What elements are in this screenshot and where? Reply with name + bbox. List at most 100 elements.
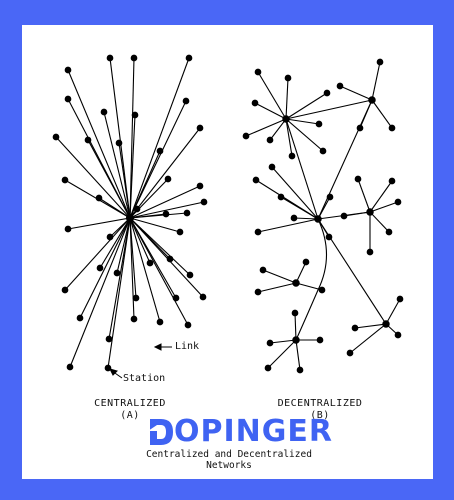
link-line bbox=[129, 217, 151, 264]
station-node bbox=[130, 54, 138, 62]
link-line bbox=[269, 118, 287, 141]
station-node bbox=[52, 133, 60, 141]
link-line bbox=[257, 218, 319, 233]
link-line bbox=[129, 217, 161, 323]
link-line bbox=[369, 211, 390, 233]
link-line bbox=[349, 323, 387, 354]
hub-node bbox=[292, 279, 300, 287]
station-node bbox=[183, 209, 191, 217]
station-node bbox=[162, 210, 170, 218]
link-line bbox=[129, 57, 135, 219]
station-node bbox=[254, 288, 262, 296]
link-line bbox=[269, 339, 297, 344]
station-node bbox=[366, 248, 374, 256]
station-node bbox=[288, 152, 296, 160]
link-line bbox=[293, 217, 319, 220]
station-node bbox=[185, 54, 193, 62]
station-node bbox=[100, 108, 108, 116]
link-line bbox=[129, 201, 205, 219]
station-label: Station bbox=[123, 373, 166, 384]
station-node bbox=[284, 74, 292, 82]
station-node bbox=[346, 349, 354, 357]
station-node bbox=[302, 258, 310, 266]
centralized-caption: CENTRALIZED bbox=[94, 398, 166, 409]
station-node bbox=[266, 339, 274, 347]
station-node bbox=[290, 214, 298, 222]
station-node bbox=[199, 293, 207, 301]
link-line bbox=[129, 178, 169, 219]
station-node bbox=[132, 294, 140, 302]
station-node bbox=[196, 182, 204, 190]
brand-d-icon bbox=[148, 417, 173, 447]
link-line bbox=[295, 261, 307, 284]
station-node bbox=[113, 269, 121, 277]
decentralized-network bbox=[242, 58, 404, 374]
station-node bbox=[76, 314, 84, 322]
station-node bbox=[388, 124, 396, 132]
station-node bbox=[251, 99, 259, 107]
station-node bbox=[254, 68, 262, 76]
station-node bbox=[296, 366, 304, 374]
link-line bbox=[257, 71, 287, 120]
link-line bbox=[359, 99, 373, 129]
station-node bbox=[184, 321, 192, 329]
station-node bbox=[104, 364, 112, 372]
link-line bbox=[280, 196, 319, 220]
station-node bbox=[319, 147, 327, 155]
hub-node bbox=[292, 336, 300, 344]
link-line bbox=[294, 312, 297, 341]
station-node bbox=[200, 198, 208, 206]
station-node bbox=[396, 295, 404, 303]
link-line bbox=[64, 217, 131, 291]
station-node bbox=[325, 233, 333, 241]
link-line bbox=[257, 282, 297, 293]
link-line bbox=[67, 217, 131, 230]
station-node bbox=[146, 259, 154, 267]
link-line bbox=[295, 282, 323, 291]
brand-tagline: Centralized and Decentralized Networks bbox=[146, 449, 312, 471]
link-line bbox=[285, 77, 289, 120]
station-node bbox=[96, 264, 104, 272]
station-node bbox=[105, 335, 113, 343]
link-line bbox=[79, 217, 131, 319]
link-line bbox=[129, 217, 135, 320]
hub-link-line bbox=[285, 118, 319, 220]
link-line bbox=[245, 118, 287, 137]
station-node bbox=[182, 97, 190, 105]
station-node bbox=[252, 176, 260, 184]
link-line bbox=[343, 211, 371, 217]
link-line bbox=[69, 217, 131, 368]
link-line bbox=[129, 57, 190, 219]
station-node bbox=[385, 228, 393, 236]
link-line bbox=[285, 118, 320, 125]
station-node bbox=[354, 175, 362, 183]
link-line bbox=[98, 197, 131, 219]
link-line bbox=[129, 114, 136, 219]
hub-link-curve bbox=[295, 218, 327, 341]
station-node bbox=[268, 163, 276, 171]
link-line bbox=[385, 298, 401, 325]
diagram-panel bbox=[22, 25, 433, 479]
link-line bbox=[285, 118, 293, 157]
station-node bbox=[254, 228, 262, 236]
link-line bbox=[109, 57, 131, 219]
link-line bbox=[116, 217, 131, 274]
link-line bbox=[339, 85, 373, 101]
link-line bbox=[354, 323, 387, 329]
brand-name: OPINGER bbox=[174, 414, 333, 449]
station-node bbox=[61, 286, 69, 294]
station-node bbox=[156, 318, 164, 326]
label-pointers bbox=[109, 343, 172, 379]
hub-node bbox=[368, 96, 376, 104]
hub-node bbox=[282, 115, 290, 123]
link-label: Link bbox=[175, 341, 200, 352]
link-line bbox=[271, 166, 319, 220]
station-node bbox=[259, 266, 267, 274]
station-node bbox=[336, 82, 344, 90]
station-node bbox=[388, 177, 396, 185]
station-node bbox=[291, 309, 299, 317]
station-node bbox=[394, 331, 402, 339]
link-line bbox=[99, 217, 131, 269]
link-line bbox=[107, 217, 131, 369]
